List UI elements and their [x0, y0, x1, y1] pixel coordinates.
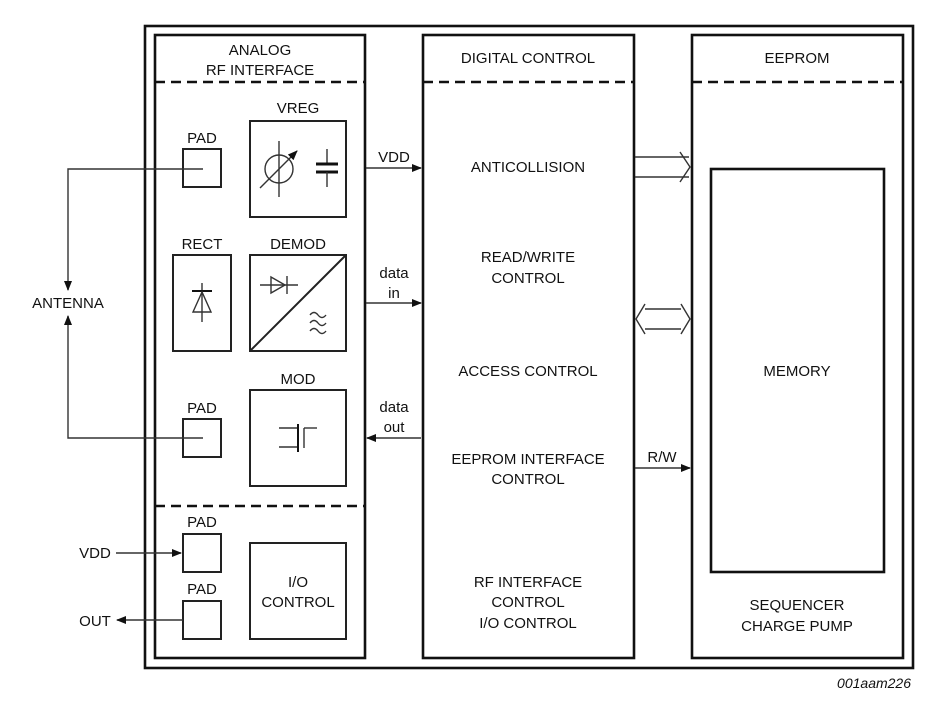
- figure-id: 001aam226: [837, 675, 911, 691]
- pad-label: PAD: [187, 130, 217, 147]
- pad-antenna-1: [182, 148, 222, 188]
- eeprom-title: EEPROM: [764, 50, 829, 67]
- diode-icon: [260, 275, 298, 295]
- memory-label: MEMORY: [763, 363, 830, 380]
- svg-text:out: out: [384, 419, 406, 436]
- antenna-connection: ANTENNA: [32, 168, 203, 439]
- rf-interface-line2: CONTROL: [491, 594, 564, 611]
- rf-interface-line3: I/O CONTROL: [479, 615, 577, 632]
- pad-label: PAD: [187, 400, 217, 417]
- signal-vdd: VDD: [366, 149, 422, 172]
- sequencer-label: SEQUENCER: [749, 597, 844, 614]
- eeprom-block: EEPROM MEMORY SEQUENCER CHARGE PUMP: [690, 33, 905, 660]
- eeprom-interface-line2: CONTROL: [491, 471, 564, 488]
- demodulator-block: [249, 254, 347, 352]
- read-write-line1: READ/WRITE: [481, 249, 575, 266]
- signal-data-out: data out: [366, 399, 421, 442]
- capacitor-icon: [316, 149, 338, 187]
- svg-text:R/W: R/W: [647, 449, 677, 466]
- digital-title: DIGITAL CONTROL: [461, 50, 595, 67]
- io-control-block: [249, 542, 347, 640]
- svg-text:data: data: [379, 265, 409, 282]
- analog-title-line2: RF INTERFACE: [206, 62, 314, 79]
- digital-control-block: DIGITAL CONTROL ANTICOLLISION READ/WRITE…: [421, 33, 636, 660]
- variable-resistor-icon: [259, 141, 298, 197]
- analog-title-line1: ANALOG: [229, 42, 292, 59]
- diode-icon: [191, 283, 213, 322]
- pad-label: PAD: [187, 514, 217, 531]
- signal-data-in: data in: [366, 265, 422, 307]
- rectifier-block: [172, 254, 232, 352]
- read-write-line2: CONTROL: [491, 270, 564, 287]
- analog-rf-interface-block: ANALOG RF INTERFACE PAD VREG RECT DEMOD: [153, 33, 367, 660]
- ac-wave-icon: [309, 311, 327, 335]
- transistor-icon: [279, 424, 317, 452]
- bus-arrow-bidirectional: [635, 303, 691, 335]
- svg-text:OUT: OUT: [79, 613, 111, 630]
- external-vdd: VDD: [79, 545, 182, 562]
- vreg-label: VREG: [277, 100, 320, 117]
- pad-label: PAD: [187, 581, 217, 598]
- external-out: OUT: [79, 613, 183, 630]
- eeprom-interface-line1: EEPROM INTERFACE: [451, 451, 604, 468]
- svg-text:VDD: VDD: [378, 149, 410, 166]
- access-control-label: ACCESS CONTROL: [458, 363, 597, 380]
- svg-text:data: data: [379, 399, 409, 416]
- svg-text:in: in: [388, 285, 400, 302]
- io-control-line1: I/O: [288, 574, 308, 591]
- chip-outline: [143, 24, 915, 670]
- charge-pump-label: CHARGE PUMP: [741, 618, 853, 635]
- pad-out: [182, 600, 222, 640]
- demod-label: DEMOD: [270, 236, 326, 253]
- io-control-line2: CONTROL: [261, 594, 334, 611]
- antenna-label: ANTENNA: [32, 295, 104, 312]
- mod-label: MOD: [281, 371, 316, 388]
- bus-arrow-right: [635, 151, 691, 183]
- rect-label: RECT: [182, 236, 223, 253]
- rf-interface-line1: RF INTERFACE: [474, 574, 582, 591]
- memory-block: [709, 167, 886, 574]
- svg-text:VDD: VDD: [79, 545, 111, 562]
- pad-vdd: [182, 533, 222, 573]
- anticollision-label: ANTICOLLISION: [471, 159, 585, 176]
- vreg-block: [249, 120, 347, 218]
- modulator-block: [249, 389, 347, 487]
- signal-rw: R/W: [635, 449, 691, 472]
